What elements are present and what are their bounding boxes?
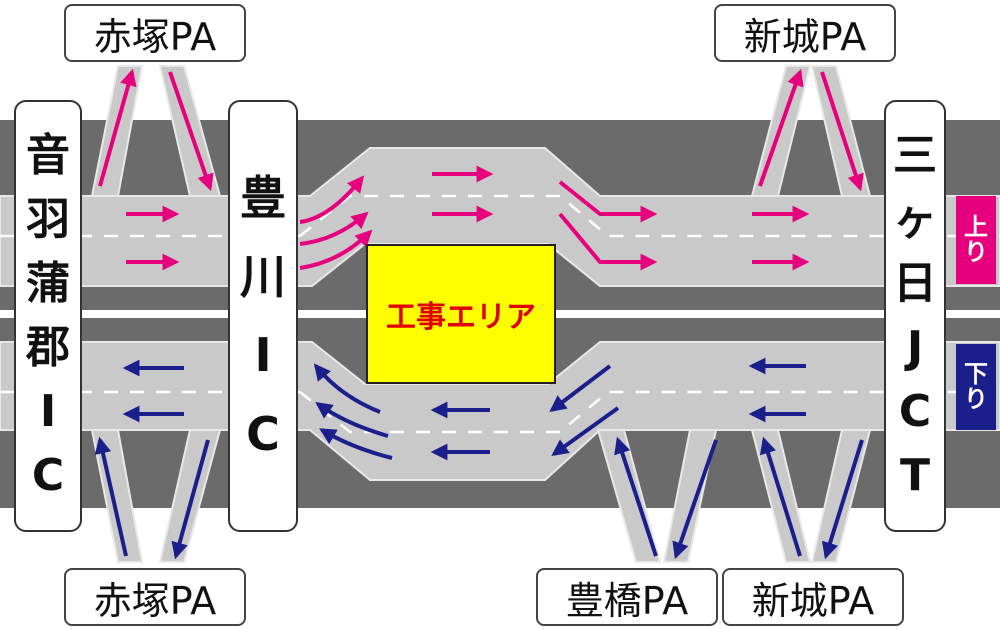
tag-char: り (964, 385, 988, 413)
left-arrow-icon (313, 363, 381, 414)
sign-otowa-gamagori-ic: 音 羽 蒲 郡 I C (14, 100, 82, 532)
sign-char: 川 (240, 249, 286, 304)
right-arrow-icon (299, 175, 365, 224)
left-arrow-icon (549, 364, 612, 413)
right-arrow-icon (299, 211, 369, 246)
pa-label-toyohashi-bottom: 豊橋PA (536, 568, 718, 626)
tag-char: 下 (964, 359, 988, 388)
left-arrow-icon (94, 436, 128, 557)
left-arrow-icon (672, 439, 718, 560)
direction-tag-down: 下 り (956, 344, 996, 430)
sign-mikkabi-jct: 三 ヶ 日 J C T (884, 100, 946, 532)
left-arrow-icon (551, 406, 620, 456)
sign-char: 三 (893, 130, 937, 181)
sign-char: 豊 (240, 170, 286, 225)
sign-char: 郡 (26, 322, 70, 373)
pa-label-shinshiro-top: 新城PA (714, 4, 896, 62)
right-arrow-icon (558, 212, 658, 271)
right-arrow-icon (98, 68, 137, 187)
left-arrow-icon (319, 428, 393, 460)
sign-char: 羽 (26, 194, 70, 245)
sign-char: I (39, 386, 57, 437)
pa-label-akatsuka-bottom: 赤塚PA (64, 568, 246, 626)
left-arrow-icon (315, 402, 389, 438)
sign-char: ヶ (893, 194, 937, 245)
right-arrow-icon (758, 68, 804, 187)
right-arrow-icon (299, 229, 373, 270)
sign-char: 音 (26, 130, 70, 181)
sign-char: C (898, 386, 932, 437)
right-arrow-icon (820, 71, 864, 192)
right-arrow-icon (558, 180, 658, 223)
sign-char: C (31, 450, 65, 501)
left-arrow-icon (821, 439, 864, 560)
tag-char: り (964, 238, 988, 266)
left-arrow-icon (759, 436, 802, 557)
sign-char: J (906, 322, 924, 373)
tag-char: 上 (964, 212, 988, 241)
sign-char: 蒲 (26, 258, 70, 309)
traffic-arrows (94, 68, 864, 560)
sign-char: C (246, 407, 280, 462)
sign-char: 日 (893, 258, 937, 309)
sign-char: T (899, 450, 930, 501)
construction-area: 工事エリア (366, 244, 556, 384)
construction-area-label: 工事エリア (386, 300, 536, 335)
sign-char: I (254, 328, 272, 383)
pa-label-shinshiro-bottom: 新城PA (722, 568, 904, 626)
direction-tag-up: 上 り (956, 196, 996, 284)
right-arrow-icon (168, 71, 214, 192)
sign-toyokawa-ic: 豊 川 I C (228, 100, 298, 532)
left-arrow-icon (171, 439, 210, 560)
left-arrow-icon (614, 436, 658, 557)
pa-label-akatsuka-top: 赤塚PA (64, 4, 246, 62)
